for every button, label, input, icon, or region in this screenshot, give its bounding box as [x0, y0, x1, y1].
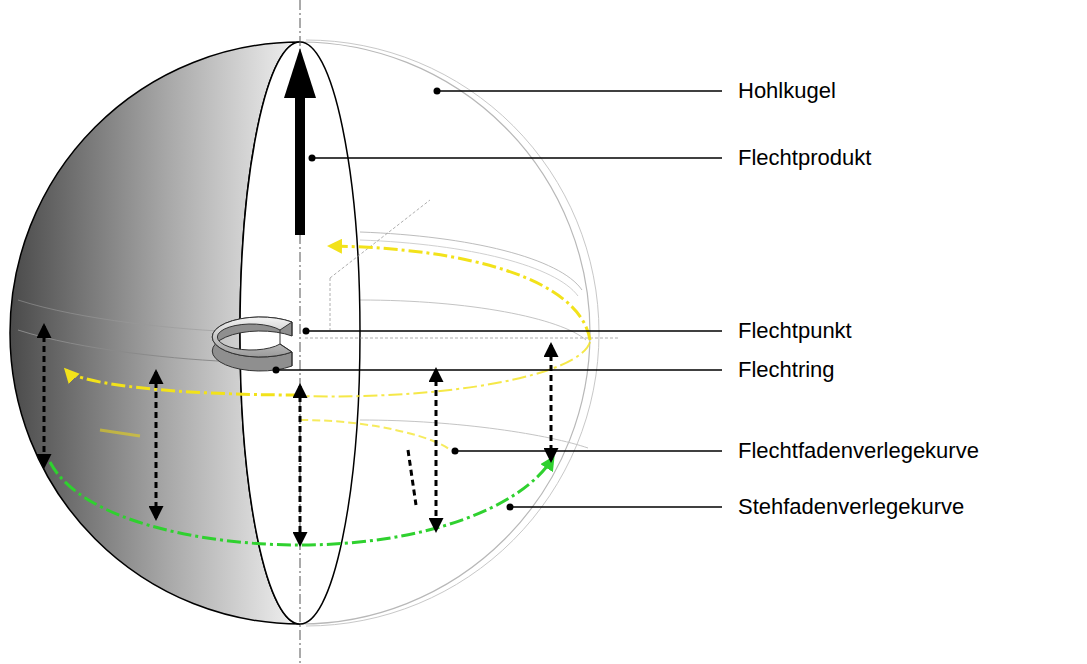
standing-yarn-curve-label: Stehfadenverlegekurve	[738, 494, 964, 520]
leader-lines	[276, 91, 722, 507]
braiding-ring-label: Flechtring	[738, 357, 835, 383]
stroke-arrows	[44, 326, 551, 544]
hollow-sphere-label: Hohlkugel	[738, 78, 836, 104]
braiding-point-label: Flechtpunkt	[738, 318, 852, 344]
product-label: Flechtprodukt	[738, 145, 871, 171]
braiding-ring	[212, 317, 292, 371]
braid-yarn-curve	[330, 246, 590, 340]
braid-yarn-curve-label: Flechtfadenverlegekurve	[738, 438, 979, 464]
product-arrow	[295, 95, 305, 235]
